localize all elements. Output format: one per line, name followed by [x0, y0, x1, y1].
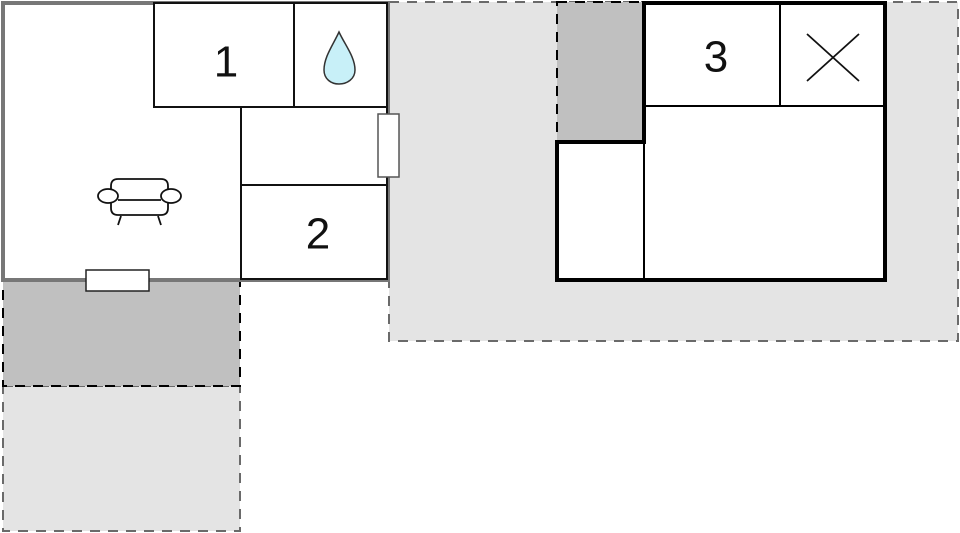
- door-right[interactable]: [377, 113, 400, 178]
- water-drop-icon: [323, 30, 356, 85]
- room-2-label: 2: [306, 210, 330, 259]
- sofa-icon: [97, 178, 182, 226]
- room-3-label: 3: [704, 33, 728, 82]
- room-2: [240, 184, 388, 280]
- hallway: [240, 106, 388, 186]
- covered-terrace-right: [556, 1, 645, 143]
- room-1: [153, 2, 295, 108]
- room-1-label: 1: [214, 38, 238, 87]
- open-terrace-left: [2, 385, 241, 532]
- bathroom: [293, 2, 388, 108]
- door-bottom[interactable]: [85, 269, 150, 292]
- covered-terrace-left: [2, 279, 241, 387]
- cross-icon: [806, 33, 860, 82]
